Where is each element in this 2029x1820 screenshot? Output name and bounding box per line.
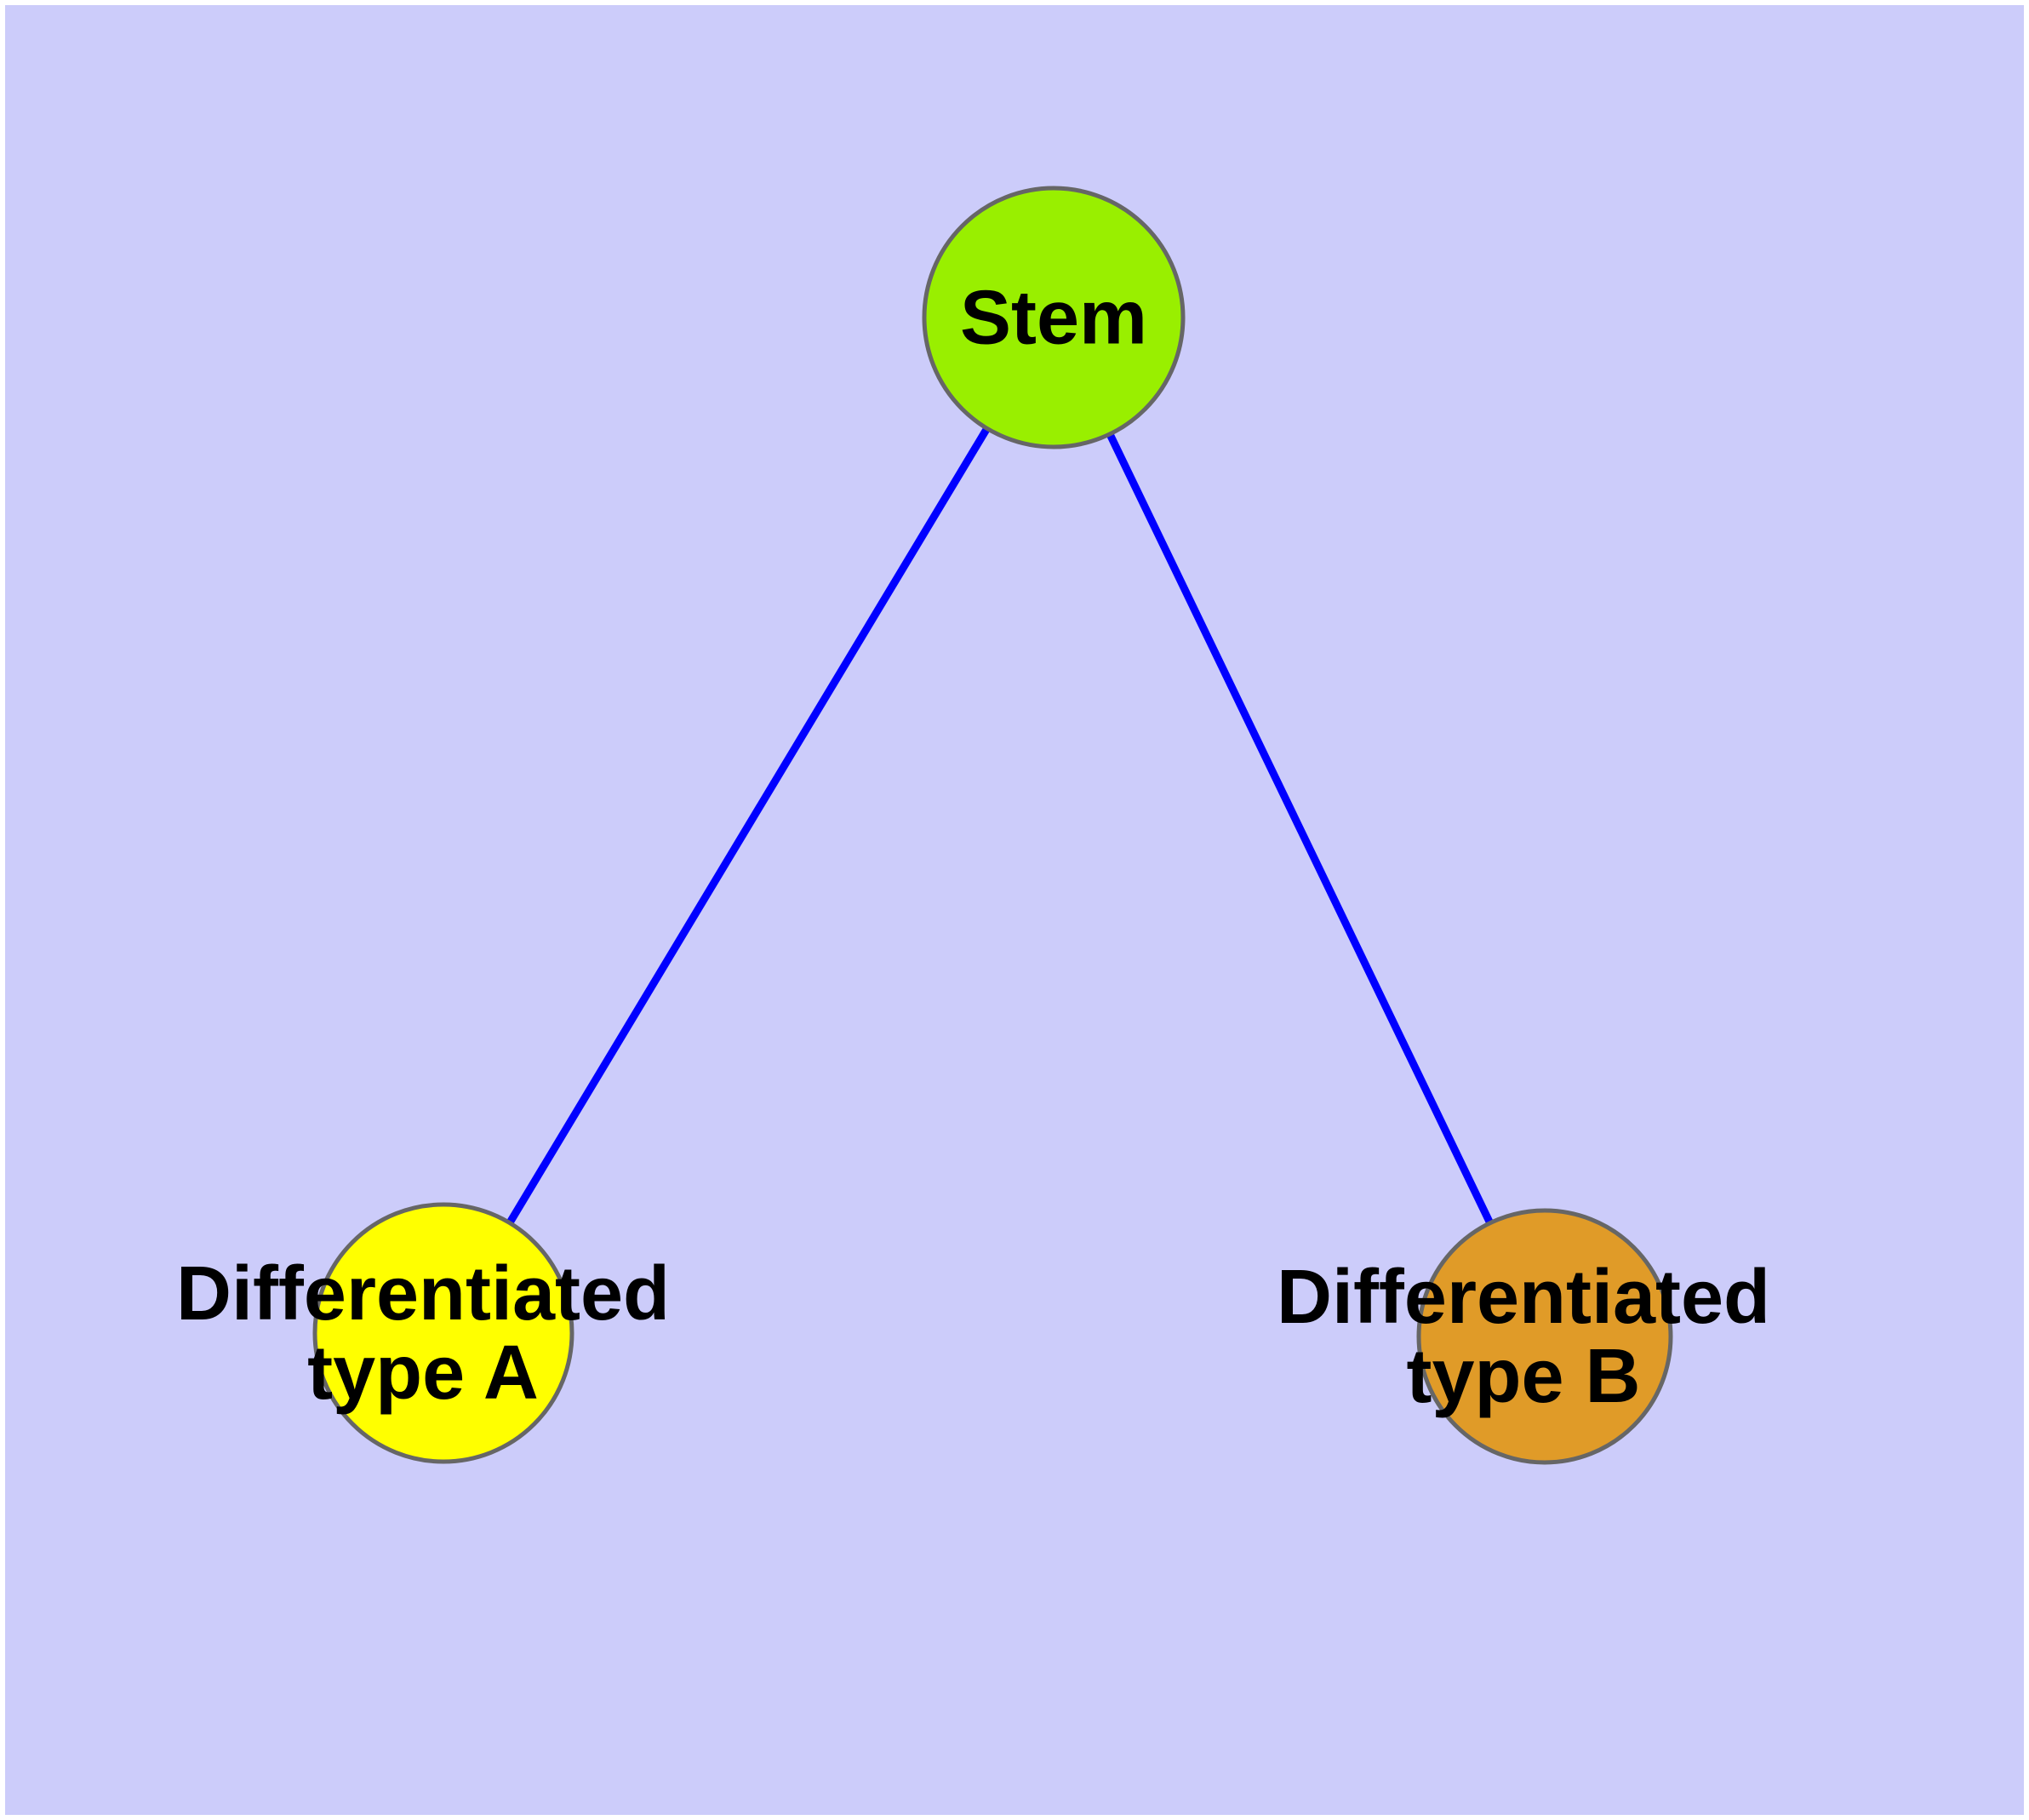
edge-stem-diff-a[interactable] xyxy=(505,425,992,1227)
nodes-layer xyxy=(312,186,1673,1465)
node-stem[interactable] xyxy=(922,186,1186,449)
node-label-stem: Stem xyxy=(960,276,1147,361)
node-label-line: type B xyxy=(1406,1334,1640,1419)
edge-stem-diff-b[interactable] xyxy=(1106,431,1495,1227)
node-label-line: Stem xyxy=(960,276,1147,361)
node-diff_b[interactable] xyxy=(1416,1208,1673,1465)
node-label-line: type A xyxy=(307,1331,539,1416)
edges-layer xyxy=(505,425,1495,1227)
node-diff_a[interactable] xyxy=(312,1202,574,1464)
node-label-line: Differentiated xyxy=(1277,1255,1770,1340)
node-label-line: Differentiated xyxy=(176,1251,670,1336)
